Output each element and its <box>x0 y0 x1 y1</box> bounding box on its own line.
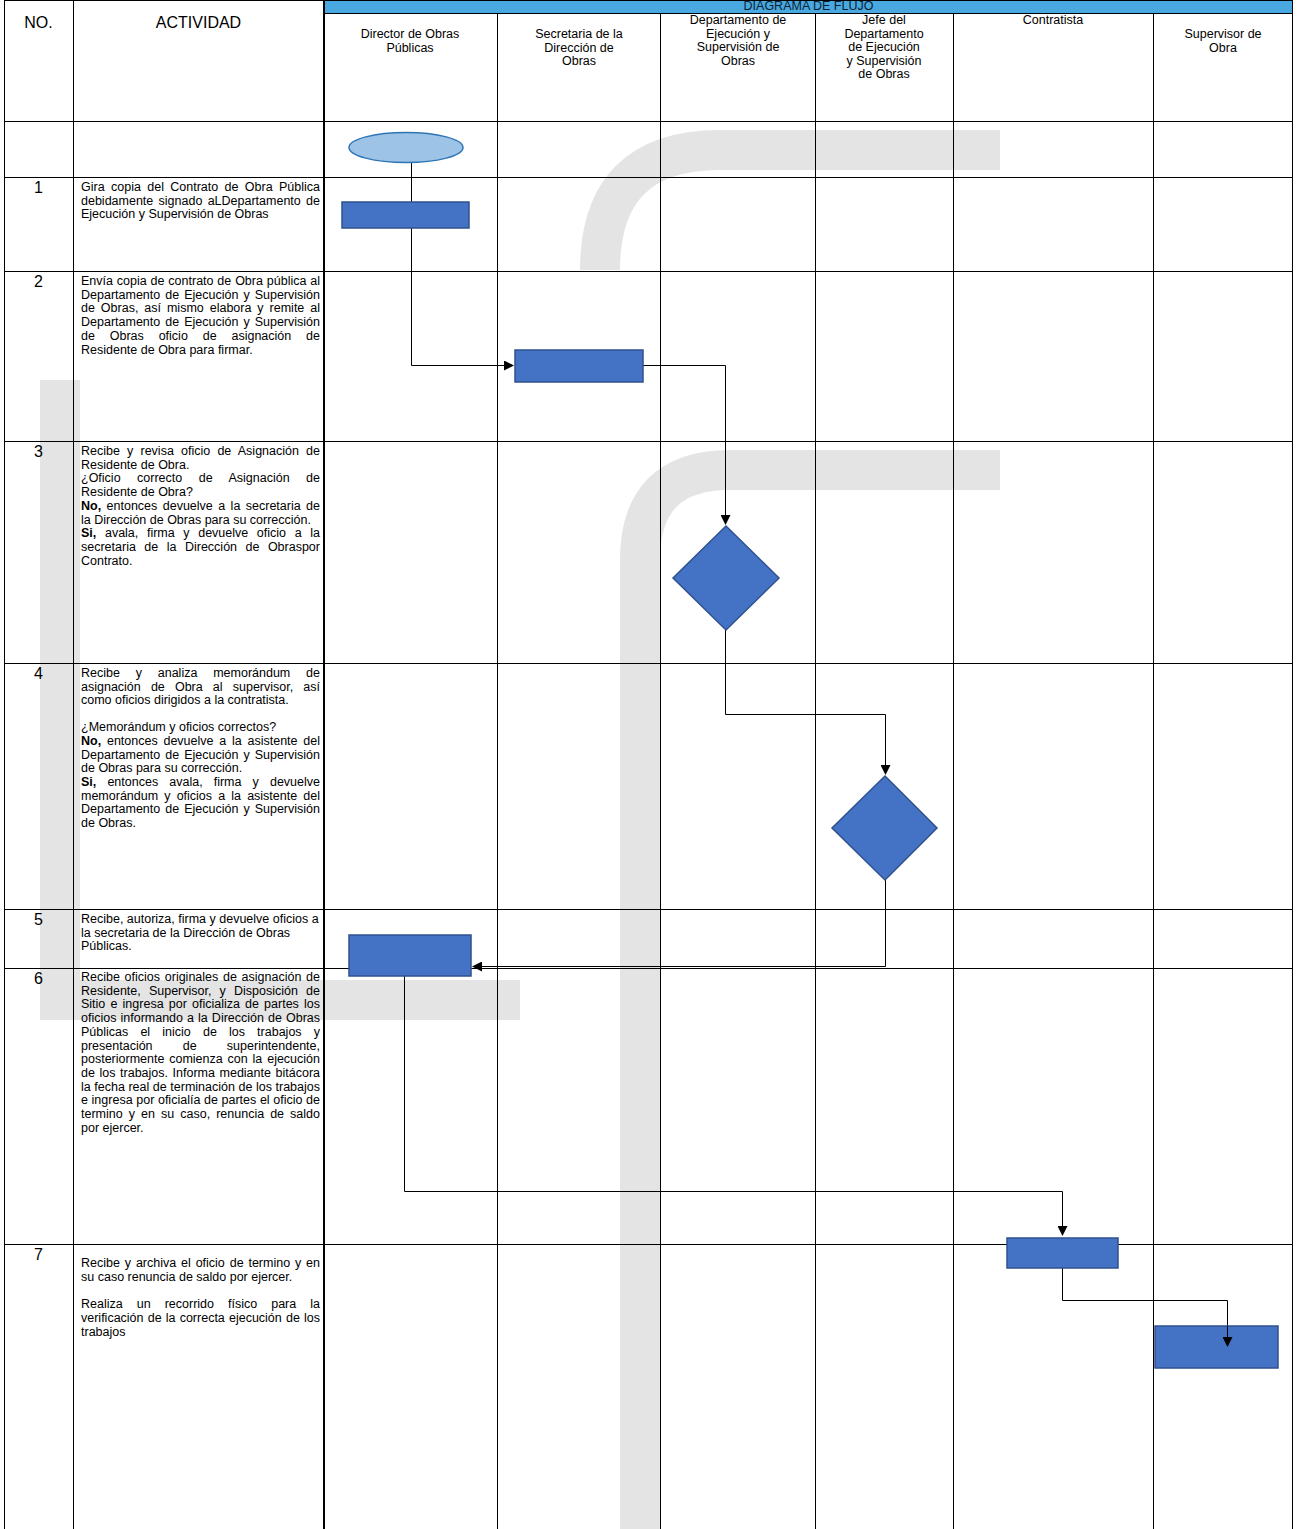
step-number: 5 <box>4 911 73 929</box>
number-cell: 6 <box>4 970 73 988</box>
step-number: 1 <box>4 179 73 197</box>
activity-text: No, entonces devuelve a la secretaria de… <box>81 500 320 527</box>
column-heading: NO. <box>4 14 73 32</box>
watermark <box>60 150 1000 1529</box>
arrow-inside <box>1227 1326 1228 1346</box>
activity-text: Gira copia del Contrato de Obra Pública … <box>81 181 320 222</box>
step-number: 4 <box>4 665 73 683</box>
lane-heading: Contratista <box>982 14 1124 28</box>
step-number: 2 <box>4 273 73 291</box>
activity-cell: Recibe y archiva el oficio de termino y … <box>81 1257 320 1340</box>
flow-title: DIAGRAMA DE FLUJO <box>324 0 1293 13</box>
activity-text: ¿Oficio correcto de Asignación de Reside… <box>81 472 320 499</box>
header-cell: Departamento de Ejecución y Supervisión … <box>670 14 806 68</box>
number-cell: 4 <box>4 665 73 683</box>
activity-text: Recibe y archiva el oficio de termino y … <box>81 1257 320 1284</box>
activity-text: ¿Memorándum y oficios correctos? <box>81 721 320 735</box>
lane-heading: Secretaria de la Dirección de Obras <box>529 28 629 69</box>
activity-cell: Envía copia de contrato de Obra pública … <box>81 275 320 357</box>
activity-text: No, entonces devuelve a la asistente del… <box>81 735 320 776</box>
activity-text: Si, entonces avala, firma y devuelve mem… <box>81 776 320 831</box>
number-cell: 3 <box>4 443 73 461</box>
activity-cell: Recibe oficios originales de asignación … <box>81 971 320 1135</box>
activity-text: Recibe oficios originales de asignación … <box>81 971 320 1135</box>
header-cell: Contratista <box>968 14 1138 28</box>
header-cell: NO. <box>4 14 73 32</box>
flow-shapes <box>342 202 1278 1368</box>
number-cell: 7 <box>4 1246 73 1264</box>
activity-text: Si, avala, firma y devuelve oficio a la … <box>81 527 320 568</box>
number-cell: 5 <box>4 911 73 929</box>
activity-text: Recibe y revisa oficio de Asignación de … <box>81 445 320 472</box>
lane-heading: Director de Obras Públicas <box>354 28 466 55</box>
activity-text: Realiza un recorrido físico para la veri… <box>81 1298 320 1339</box>
step-number: 7 <box>4 1246 73 1264</box>
header-cell: Secretaria de la Dirección de Obras <box>515 28 643 69</box>
flow-connectors <box>405 162 1228 1346</box>
table-grid <box>4 0 1293 1529</box>
start-ellipse <box>349 133 463 163</box>
activity-text: Recibe, autoriza, firma y devuelve ofici… <box>81 913 320 954</box>
step-number: 3 <box>4 443 73 461</box>
activity-cell: Recibe y revisa oficio de Asignación de … <box>81 445 320 568</box>
step-number: 6 <box>4 970 73 988</box>
activity-cell: Gira copia del Contrato de Obra Pública … <box>81 181 320 222</box>
header-cell: Supervisor de Obra <box>1163 28 1283 55</box>
header-cell: ACTIVIDAD <box>73 14 324 32</box>
lane-heading: Jefe del Departamento de Ejecución y Sup… <box>844 14 924 82</box>
header-cell: Jefe del Departamento de Ejecución y Sup… <box>830 14 938 82</box>
activity-cell: Recibe, autoriza, firma y devuelve ofici… <box>81 913 320 954</box>
number-cell: 1 <box>4 179 73 197</box>
activity-text: Recibe y analiza memorándum de asignació… <box>81 667 320 708</box>
lane-heading: Supervisor de Obra <box>1177 28 1269 55</box>
column-heading: ACTIVIDAD <box>73 14 324 32</box>
header-cell: Director de Obras Públicas <box>340 28 480 55</box>
header-band <box>324 0 1293 13</box>
number-cell: 2 <box>4 273 73 291</box>
lane-heading: Departamento de Ejecución y Supervisión … <box>684 14 792 68</box>
band-cell: DIAGRAMA DE FLUJO <box>324 0 1293 13</box>
activity-cell: Recibe y analiza memorándum de asignació… <box>81 667 320 831</box>
activity-text: Envía copia de contrato de Obra pública … <box>81 275 320 357</box>
